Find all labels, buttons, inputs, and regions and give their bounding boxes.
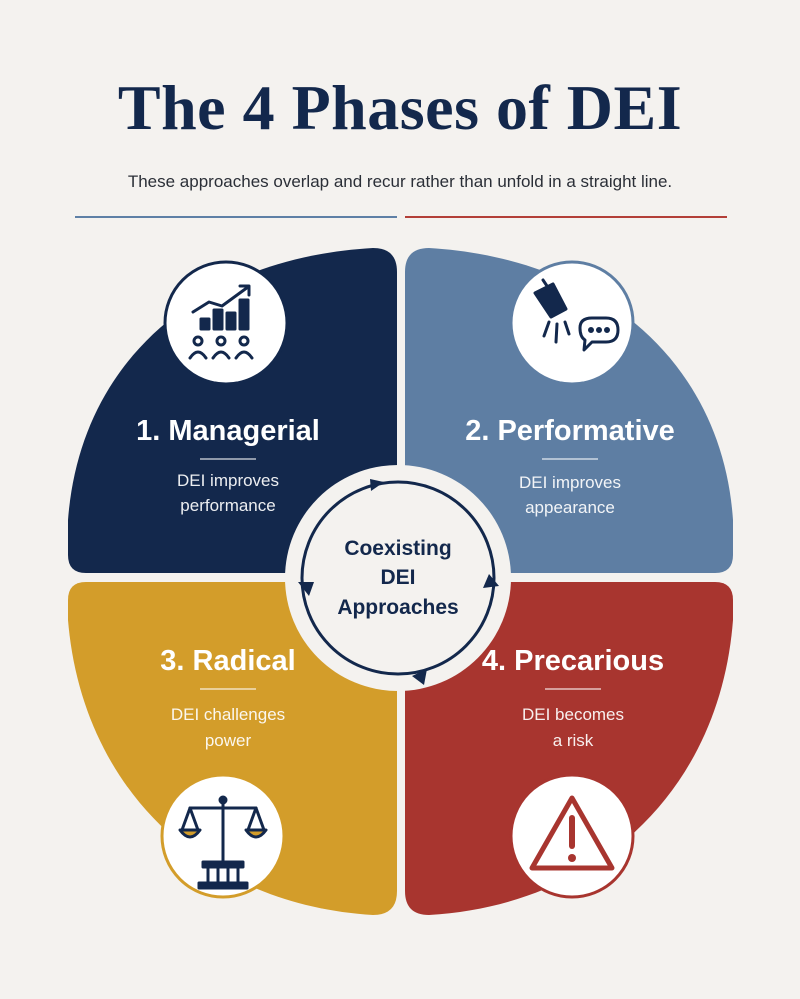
quadrant-desc-performative-1: DEI improves <box>519 473 621 492</box>
quadrant-precarious <box>405 582 733 915</box>
icon-badge-managerial <box>163 260 289 386</box>
spotlight-speech-icon <box>533 278 620 352</box>
center-label-line2: DEI <box>380 566 415 589</box>
page-title: The 4 Phases of DEI <box>117 72 683 143</box>
icon-badge-radical <box>160 773 286 899</box>
quadrant-desc-radical-1: DEI challenges <box>171 705 285 724</box>
quadrant-title-performative: 2. Performative <box>465 415 675 447</box>
quadrant-radical <box>68 582 397 915</box>
divider-left <box>75 216 397 218</box>
cycle-arrow-left <box>298 582 314 596</box>
center-cycle: Coexisting DEI Approaches <box>285 465 511 691</box>
quadrant-managerial <box>68 248 397 573</box>
cycle-arrow-top <box>370 479 384 491</box>
cycle-arrow-right <box>483 574 499 588</box>
quadrant-title-managerial: 1. Managerial <box>136 415 320 447</box>
chart-people-icon <box>188 284 254 360</box>
quadrant-title-radical: 3. Radical <box>160 645 295 677</box>
icon-badge-precarious <box>509 773 635 899</box>
quadrant-desc-radical-2: power <box>205 731 252 750</box>
quadrant-desc-performative-2: appearance <box>525 498 615 517</box>
cycle-arrow-bottom <box>412 669 427 685</box>
scales-of-justice-icon <box>178 795 268 890</box>
center-label-line3: Approaches <box>337 596 458 619</box>
icon-badge-performative <box>509 260 635 386</box>
quadrant-title-precarious: 4. Precarious <box>482 645 664 677</box>
quadrant-desc-managerial-2: performance <box>180 496 275 515</box>
quadrant-desc-precarious-2: a risk <box>553 731 594 750</box>
warning-icon <box>529 795 615 871</box>
quadrant-desc-precarious-1: DEI becomes <box>522 705 624 724</box>
center-label-line1: Coexisting <box>344 537 451 560</box>
quadrant-desc-managerial-1: DEI improves <box>177 471 279 490</box>
quadrant-performative <box>405 248 733 573</box>
page-subtitle: These approaches overlap and recur rathe… <box>127 172 673 191</box>
divider-right <box>405 216 727 218</box>
